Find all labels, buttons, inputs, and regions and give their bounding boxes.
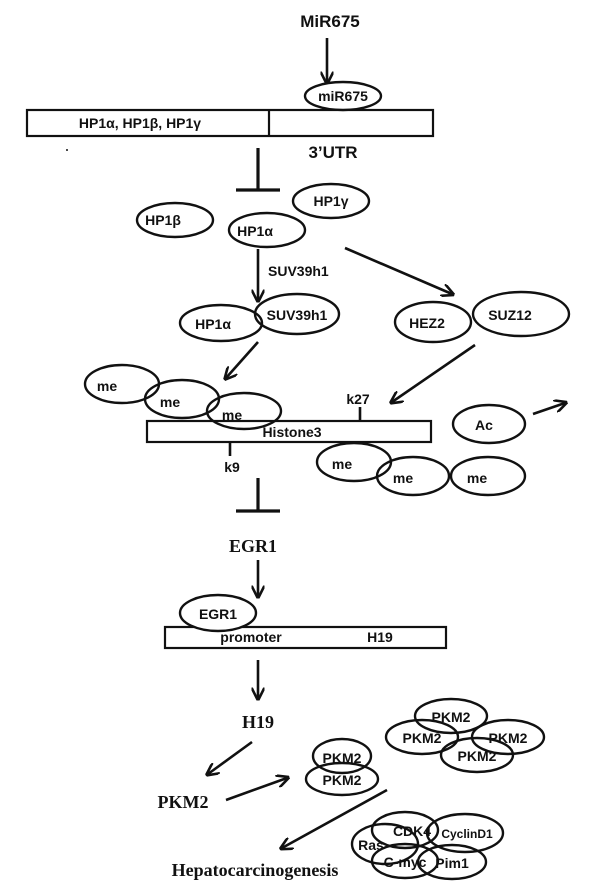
pkm2-e-label: PKM2 [489, 730, 528, 746]
pkm2-label: PKM2 [158, 792, 209, 812]
ac-ellipse [451, 403, 527, 445]
hp1alpha-complex-ellipse [178, 303, 264, 343]
egr1-label: EGR1 [229, 536, 277, 556]
promoter-label: promoter [220, 629, 282, 645]
cyclind1-ellipse [425, 812, 505, 854]
me5-ellipse [375, 455, 451, 497]
utr-label: 3’UTR [308, 143, 357, 162]
dot-mark [66, 149, 68, 151]
pkm2-f-ellipse [439, 736, 515, 774]
suz12-label: SUZ12 [488, 307, 532, 323]
hp1alpha-ellipse [227, 211, 307, 249]
pkm2-f-label: PKM2 [458, 748, 497, 764]
promoter-box [163, 625, 448, 650]
k9-label: k9 [224, 459, 240, 475]
me4-label: me [332, 456, 352, 472]
arrow-to-me [226, 341, 259, 378]
suv39h1-complex-ellipse [253, 292, 341, 336]
arrow-to-hcc [282, 788, 388, 848]
pim1-ellipse [416, 843, 488, 881]
cyclind1-label: CyclinD1 [441, 827, 493, 841]
arrow-to-k27 [392, 343, 476, 402]
cdk4-label: CDK4 [393, 823, 431, 839]
hez2-label: HEZ2 [409, 315, 445, 331]
mir675-title: MiR675 [300, 12, 360, 31]
arrow-to-hez2 [344, 246, 452, 294]
hp1beta-label: HP1β [145, 212, 181, 228]
suv39h1-complex-label: SUV39h1 [267, 307, 328, 323]
cdk4-ellipse [370, 810, 440, 850]
k27-label: k27 [346, 391, 370, 407]
mir675-ellipse [303, 80, 383, 112]
me3-ellipse [205, 391, 283, 431]
hp1alpha-complex-label: HP1α [195, 316, 231, 332]
hepatocarcinogenesis-label: Hepatocarcinogenesis [172, 860, 339, 880]
me4-ellipse [315, 441, 393, 483]
pim1-label: Pim1 [435, 855, 469, 871]
h19-label: H19 [242, 712, 274, 732]
ac-label: Ac [475, 417, 493, 433]
pkm2-d-label: PKM2 [403, 730, 442, 746]
hp1gamma-label: HP1γ [313, 193, 348, 209]
h19-box-label: H19 [367, 629, 393, 645]
hp1gamma-ellipse [291, 182, 371, 220]
cmyc-label: C-myc [384, 854, 427, 870]
arrow-pkm2-to-dimer [225, 778, 287, 802]
mir675-ellipse-label: miR675 [318, 88, 368, 104]
hp1-box-label: HP1α, HP1β, HP1γ [79, 115, 201, 131]
histone3-box [145, 419, 433, 444]
egr1-ellipse-label: EGR1 [199, 606, 237, 622]
pkm2-a-label: PKM2 [323, 750, 362, 766]
me5-label: me [393, 470, 413, 486]
me6-label: me [467, 470, 487, 486]
me6-ellipse [449, 455, 527, 497]
hp1alpha-label: HP1α [237, 223, 273, 239]
pkm2-c-ellipse [413, 697, 489, 735]
mrna-box [25, 108, 435, 138]
hez2-ellipse [393, 300, 473, 344]
arrow-h19-to-pkm2 [208, 740, 253, 774]
ras-ellipse [350, 822, 420, 866]
histone3-label: Histone3 [262, 424, 321, 440]
me3-label: me [222, 407, 242, 423]
hp1beta-ellipse [135, 201, 215, 239]
arrow-ac-out [532, 403, 565, 416]
pkm2-d-ellipse [384, 718, 460, 756]
cmyc-ellipse [370, 842, 440, 880]
pkm2-b-ellipse [304, 761, 380, 797]
suv39h1-arrow-label: SUV39h1 [268, 263, 329, 279]
pkm2-b-label: PKM2 [323, 772, 362, 788]
pkm2-c-label: PKM2 [432, 709, 471, 725]
me2-label: me [160, 394, 180, 410]
suz12-ellipse [471, 290, 571, 338]
egr1-ellipse [178, 593, 258, 633]
me1-label: me [97, 378, 117, 394]
pkm2-a-ellipse [311, 737, 373, 775]
